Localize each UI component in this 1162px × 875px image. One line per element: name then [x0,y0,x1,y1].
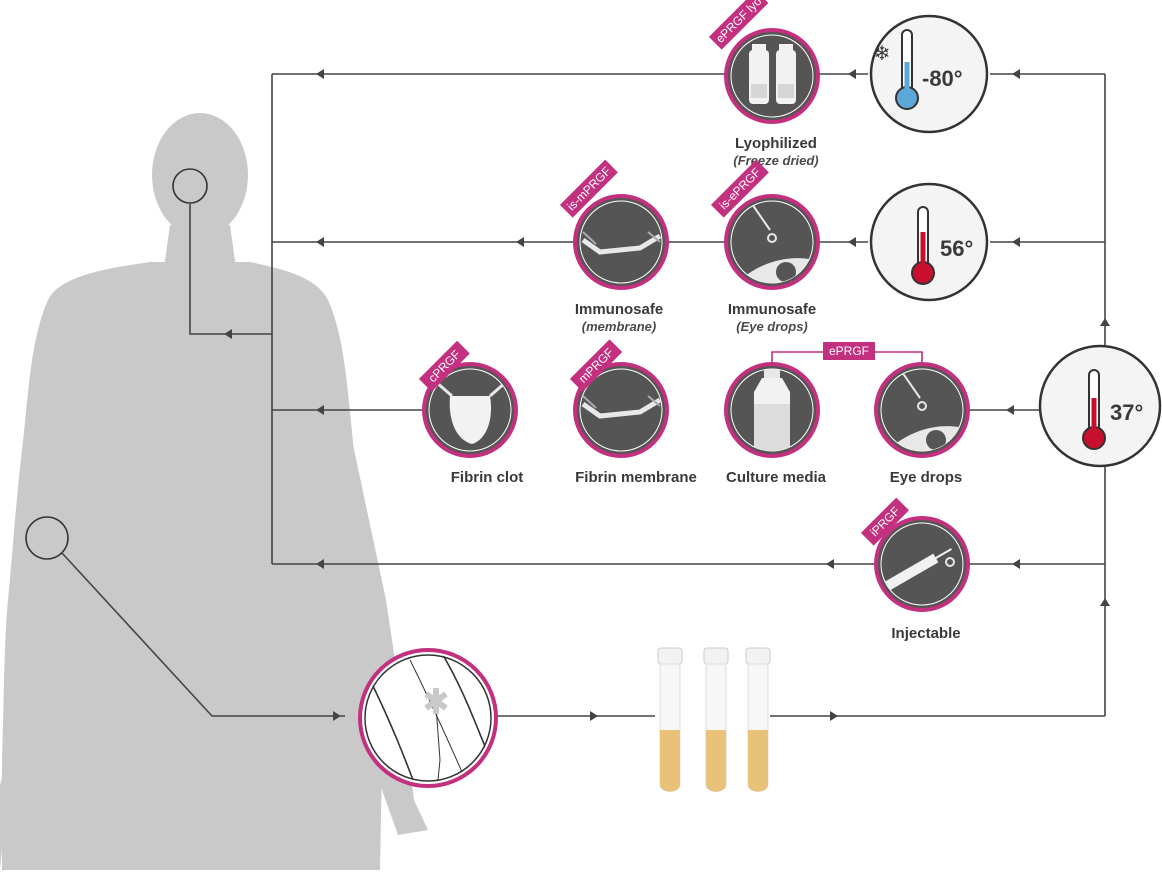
product-lyophilized: ePRGF lyo Lyophilized (Freeze dried) [709,0,819,168]
label-injectable: Injectable [891,625,960,642]
label-lyophilized: Lyophilized [735,135,817,152]
product-culture-media: Culture media [726,364,827,486]
arrow-icon [848,237,856,247]
product-eye-drops: Eye drops [876,364,970,486]
arrow-icon [848,69,856,79]
label-fibrin-membrane: Fibrin membrane [575,469,697,486]
arrow-icon [316,237,324,247]
arrow-icon [1012,559,1020,569]
product-immunosafe-membrane: is-mPRGF Immunosafe (membrane) [560,160,667,334]
tube-icon [746,648,770,792]
product-fibrin-clot: cPRGF Fibrin clot [419,341,523,486]
temp-label-56: 56° [940,236,973,261]
sub-membrane: (membrane) [582,319,656,334]
arrow-icon [1012,69,1020,79]
tube-icon [704,648,728,792]
arrow-icon [1006,405,1014,415]
label-immunosafe-membrane: Immunosafe [575,301,663,318]
temperature-node-56: 56° [871,184,987,300]
arrow-icon [1012,237,1020,247]
temp-label-minus-80: -80° [922,66,963,91]
sub-eye-drops: (Eye drops) [736,319,808,334]
arrow-icon [316,69,324,79]
label-fibrin-clot: Fibrin clot [451,469,524,486]
tubes [658,648,770,792]
snowflake-icon: ❄ [874,43,891,65]
arrow-icon [590,711,598,721]
tag-eprgf: ePRGF [829,344,869,358]
arrow-icon [826,559,834,569]
human-silhouette [0,113,428,870]
label-eye-drops: Eye drops [890,469,963,486]
product-injectable: iPRGF Injectable [861,498,968,642]
eprgf-group: ePRGF [772,342,922,362]
tube-icon [658,648,682,792]
arrow-icon [1100,598,1110,606]
temperature-node-37: 37° [1040,346,1160,466]
arrow-icon [516,237,524,247]
sub-freeze-dried: (Freeze dried) [733,153,818,168]
label-immunosafe-eye: Immunosafe [728,301,816,318]
product-immunosafe-eye-drops: is-ePRGF Immunosafe (Eye drops) [711,160,820,334]
arrow-icon [830,711,838,721]
label-culture-media: Culture media [726,469,827,486]
product-fibrin-membrane: mPRGF Fibrin membrane [570,339,697,486]
arrow-icon [1100,318,1110,326]
temp-label-37: 37° [1110,400,1143,425]
temperature-node-minus-80: ❄ -80° [871,16,987,132]
